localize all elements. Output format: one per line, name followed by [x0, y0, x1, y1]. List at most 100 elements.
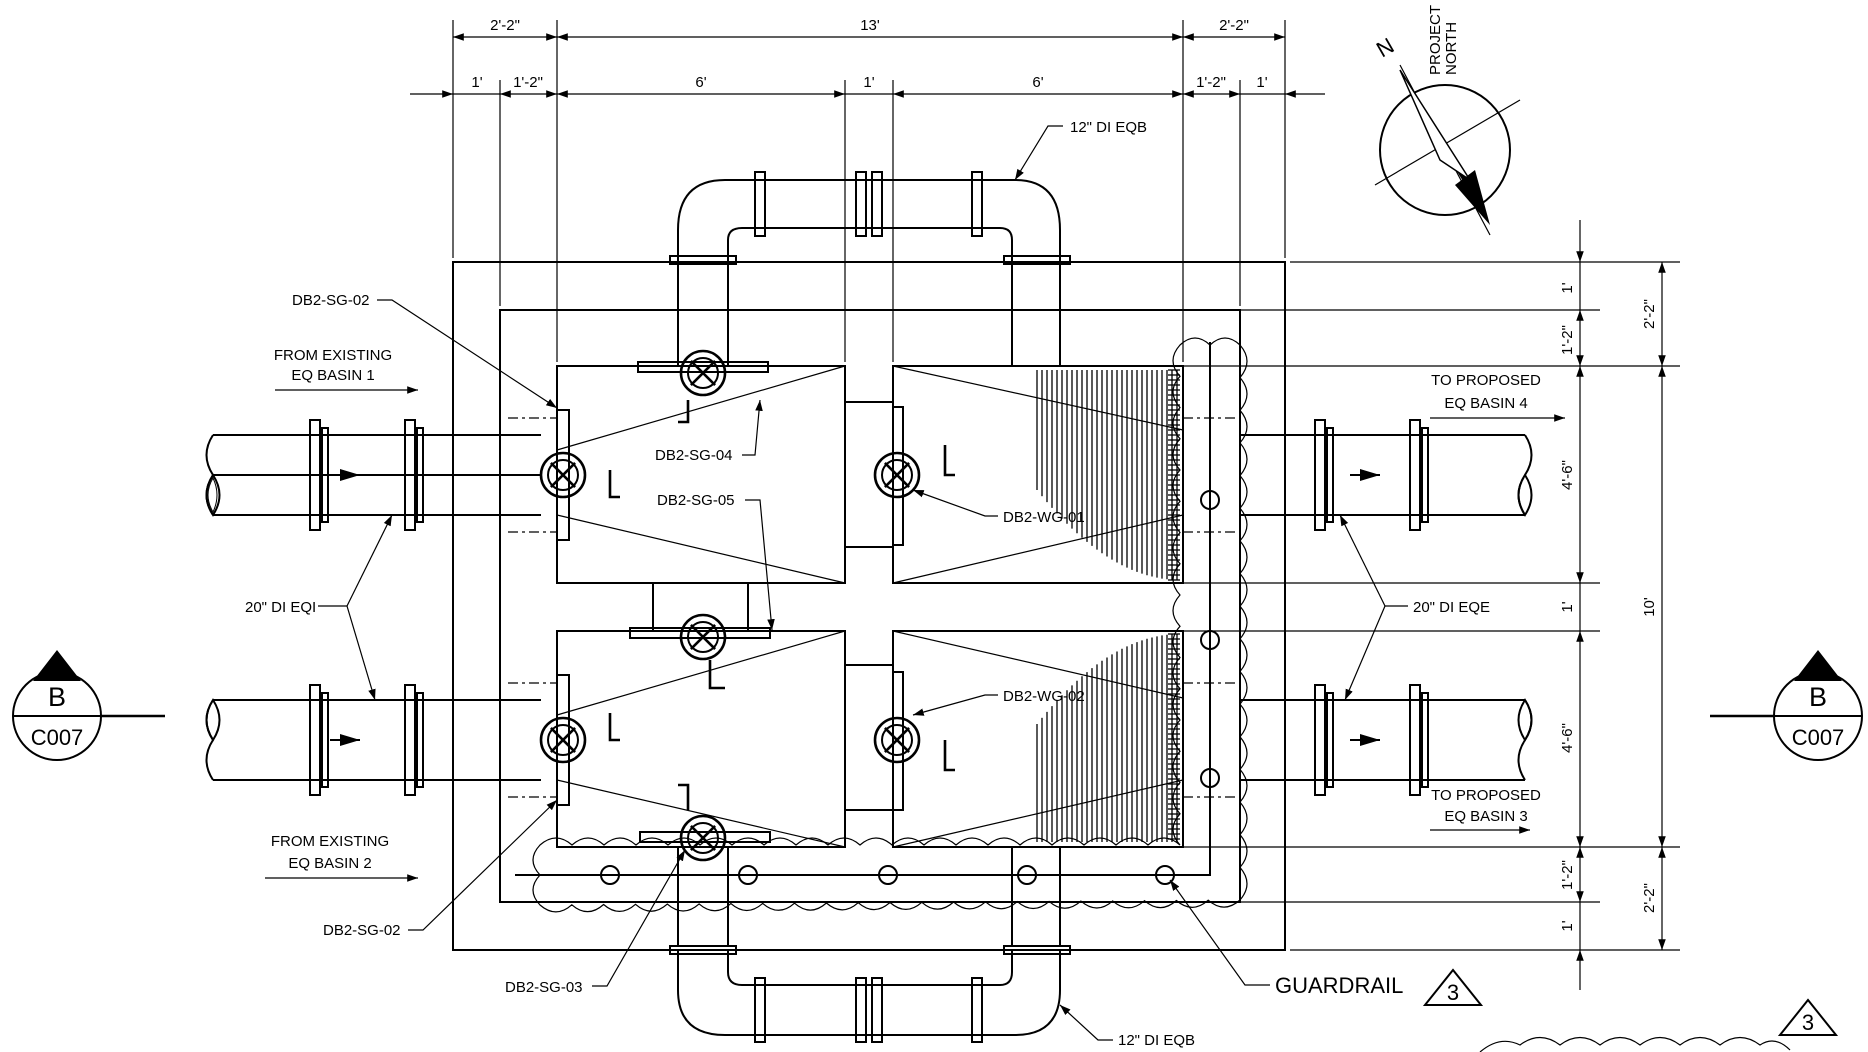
valve-handle [608, 713, 620, 742]
label-sg05: DB2-SG-05 [657, 492, 735, 509]
dim-right-6: 1'-2" [1559, 860, 1576, 890]
dim-right-4: 1' [1559, 601, 1576, 612]
label-sg04: DB2-SG-04 [655, 447, 733, 464]
gate-frame [556, 409, 570, 541]
bypass-pipe-bottom [669, 847, 1071, 1043]
valve-stem [629, 627, 771, 639]
pipe-flange [1421, 427, 1429, 523]
section-marker-left: B C007 [12, 650, 165, 761]
bypass-pipe-top [669, 171, 1071, 366]
dim-outer-2: 10' [1641, 597, 1658, 617]
dim-right-7: 1' [1559, 920, 1576, 931]
valve-handle [943, 740, 955, 772]
pipe-flange [321, 427, 329, 523]
dim-detail-4: 1' [863, 74, 874, 91]
north-arrow: N PROJECT NORTH [1372, 5, 1521, 236]
section-letter-right: B [1809, 682, 1827, 712]
weir-gate-frame [892, 671, 904, 811]
valve-body [547, 459, 579, 491]
weir-gate-frame [892, 406, 904, 546]
label-sg03: DB2-SG-03 [505, 979, 583, 996]
label-wg02: DB2-WG-02 [1003, 688, 1085, 705]
pipe-flange [309, 419, 321, 531]
revision-triangle [1777, 998, 1839, 1036]
dim-outer-3: 2'-2" [1641, 883, 1658, 913]
screen-hatch [1036, 369, 1180, 581]
dim-detail-7: 1' [1256, 74, 1267, 91]
pipe-flange [416, 692, 424, 788]
guardrail-post [1200, 630, 1220, 650]
north-letter: N [1372, 33, 1398, 63]
pipe-flange [1421, 692, 1429, 788]
valve-body [873, 451, 921, 499]
label-sg02-bottom: DB2-SG-02 [323, 922, 401, 939]
label-eqb-top: 12" DI EQB [1070, 119, 1147, 136]
valve-handle [708, 660, 725, 690]
dim-detail-2: 1'-2" [513, 74, 543, 91]
valve-x [883, 726, 911, 754]
pipe-flange [404, 419, 416, 531]
dimension-text: 2'-2" 13' 2'-2" 1' 1'-2" 6' 1' 6' 1'-2" … [471, 17, 1658, 932]
label-wg01: DB2-WG-01 [1003, 509, 1085, 526]
dim-top-right: 2'-2" [1219, 17, 1249, 34]
valve-handle [678, 400, 690, 424]
label-to-basin3-l1: TO PROPOSED [1431, 787, 1541, 804]
north-label-1: PROJECT [1427, 5, 1444, 75]
valve-body [881, 459, 913, 491]
pipe-flange [1409, 684, 1421, 796]
pipe-flange [321, 692, 329, 788]
label-to-basin4-l1: TO PROPOSED [1431, 372, 1541, 389]
valve-handle [943, 445, 955, 477]
valve-x [549, 461, 577, 489]
label-guardrail: GUARDRAIL [1275, 973, 1403, 998]
valve-body [881, 724, 913, 756]
label-eqb-bottom: 12" DI EQB [1118, 1032, 1195, 1049]
label-eqe: 20" DI EQE [1413, 599, 1490, 616]
dim-detail-5: 6' [1032, 74, 1043, 91]
guardrail-post [878, 865, 898, 885]
callouts: DB2-SG-02 FROM EXISTING EQ BASIN 1 DB2-S… [245, 119, 1839, 1052]
valve-handle [678, 783, 690, 810]
valve-x [883, 461, 911, 489]
valve-body [539, 716, 587, 764]
guardrail-post [600, 865, 620, 885]
section-sheet-right: C007 [1792, 725, 1845, 750]
valve-body [873, 716, 921, 764]
pipe-flange [404, 684, 416, 796]
label-sg02-top: DB2-SG-02 [292, 292, 370, 309]
pipe-flange [1326, 427, 1334, 523]
revision-triangle [1422, 968, 1484, 1006]
label-from-basin2-l1: FROM EXISTING [271, 833, 389, 850]
dim-outer-1: 2'-2" [1641, 299, 1658, 329]
label-eqi: 20" DI EQI [245, 599, 316, 616]
pipe-flange [416, 427, 424, 523]
dim-top-left: 2'-2" [490, 17, 520, 34]
valve-handle [608, 470, 620, 499]
dimension-lines [410, 20, 1680, 990]
pipe-flange [1314, 684, 1326, 796]
pipe-flange [1326, 692, 1334, 788]
guardrail-post [1155, 865, 1175, 885]
section-letter-left: B [48, 682, 66, 712]
label-to-basin3-l2: EQ BASIN 3 [1444, 808, 1527, 825]
screen-hatch [1036, 633, 1180, 842]
dim-right-3: 4'-6" [1559, 460, 1576, 490]
guardrail-post [1200, 768, 1220, 788]
dim-top-center: 13' [860, 17, 880, 34]
guardrail-post [1017, 865, 1037, 885]
label-from-basin1-l1: FROM EXISTING [274, 347, 392, 364]
dim-right-1: 1' [1559, 282, 1576, 293]
section-sheet-left: C007 [31, 725, 84, 750]
valve-body [547, 724, 579, 756]
dim-detail-6: 1'-2" [1196, 74, 1226, 91]
valve-stem [637, 361, 769, 373]
vault-structure [452, 261, 1286, 951]
guardrail [515, 337, 1248, 913]
dim-detail-3: 6' [695, 74, 706, 91]
guardrail-post [738, 865, 758, 885]
dim-right-5: 4'-6" [1559, 723, 1576, 753]
gate-frame [556, 674, 570, 806]
label-from-basin1-l2: EQ BASIN 1 [291, 367, 374, 384]
valve-x [549, 726, 577, 754]
